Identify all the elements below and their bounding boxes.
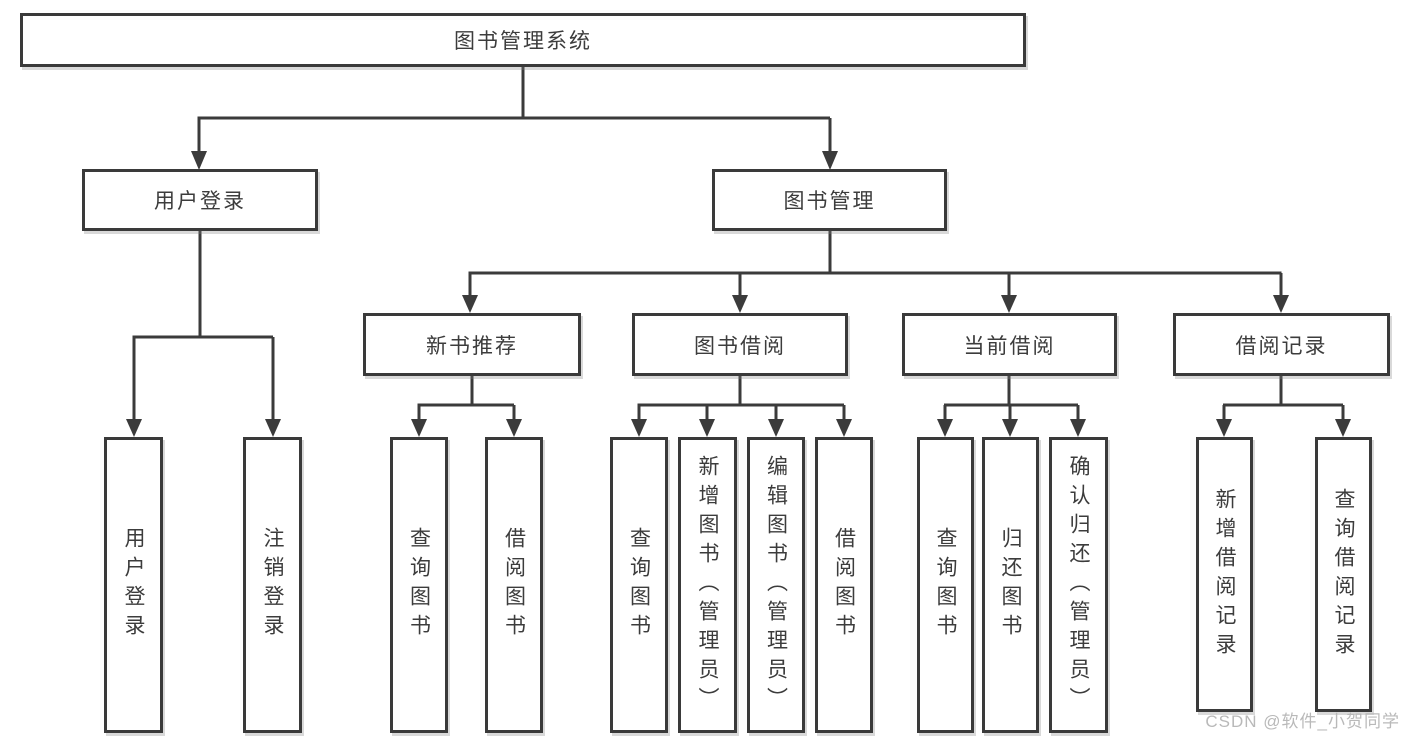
leaf-add-borrow-record: 新增借阅记录 xyxy=(1196,437,1253,712)
leaf-return-books: 归还图书 xyxy=(982,437,1039,733)
arrowhead-icon xyxy=(411,419,427,437)
arrowhead-icon xyxy=(1002,419,1018,437)
leaf-return-books-label: 归还图书 xyxy=(999,527,1022,643)
leaf-query-borrow-record: 查询借阅记录 xyxy=(1315,437,1372,712)
leaf-borrowing-query-books: 查询图书 xyxy=(610,437,668,733)
arrowhead-icon xyxy=(822,151,838,170)
leaf-recommend-query-books-label: 查询图书 xyxy=(407,527,431,643)
arrowhead-icon xyxy=(1070,419,1086,437)
arrowhead-icon xyxy=(836,419,852,437)
arrowhead-icon xyxy=(631,419,647,437)
arrowhead-icon xyxy=(937,419,953,437)
arrowhead-icon xyxy=(462,295,478,313)
arrowhead-icon xyxy=(126,419,142,437)
arrowhead-icon xyxy=(699,419,715,437)
node-new-book-recommend: 新书推荐 xyxy=(363,313,581,376)
node-library-management-system-label: 图书管理系统 xyxy=(454,30,592,53)
arrowhead-icon xyxy=(1335,419,1351,437)
leaf-borrowing-borrow-books-label: 借阅图书 xyxy=(832,527,856,643)
node-current-borrowing: 当前借阅 xyxy=(902,313,1117,376)
leaf-recommend-borrow-books-label: 借阅图书 xyxy=(502,527,526,643)
connector xyxy=(637,376,844,407)
arrowhead-icon xyxy=(1001,295,1017,313)
leaf-add-borrow-record-label: 新增借阅记录 xyxy=(1213,487,1236,662)
node-current-borrowing-label: 当前借阅 xyxy=(963,334,1056,358)
csdn-watermark: CSDN @软件_小贺同学 xyxy=(1205,712,1400,731)
arrowhead-icon xyxy=(1216,419,1232,437)
leaf-borrowing-borrow-books: 借阅图书 xyxy=(815,437,873,733)
arrowhead-icon xyxy=(506,419,522,437)
node-book-management: 图书管理 xyxy=(712,169,947,231)
connector xyxy=(197,67,830,120)
arrowhead-icon xyxy=(191,151,207,170)
leaf-edit-books-admin: 编辑图书（管理员） xyxy=(747,437,805,733)
node-book-borrowing-label: 图书借阅 xyxy=(694,334,786,358)
node-book-management-label: 图书管理 xyxy=(783,190,876,213)
leaf-add-books-admin: 新增图书（管理员） xyxy=(678,437,737,733)
leaf-logout-label: 注销登录 xyxy=(261,527,284,643)
arrowhead-icon xyxy=(1273,295,1289,313)
leaf-recommend-query-books: 查询图书 xyxy=(390,437,448,733)
leaf-logout: 注销登录 xyxy=(243,437,302,733)
node-library-management-system: 图书管理系统 xyxy=(20,13,1026,67)
connector xyxy=(1223,376,1343,407)
leaf-borrowing-query-books-label: 查询图书 xyxy=(627,527,651,643)
leaf-confirm-return-admin: 确认归还（管理员） xyxy=(1049,437,1108,733)
leaf-current-query-books: 查询图书 xyxy=(917,437,974,733)
connector xyxy=(468,231,1282,275)
arrowhead-icon xyxy=(768,419,784,437)
node-borrowing-records: 借阅记录 xyxy=(1173,313,1390,376)
leaf-confirm-return-admin-label: 确认归还（管理员） xyxy=(1067,454,1090,716)
leaf-query-borrow-record-label: 查询借阅记录 xyxy=(1332,487,1355,662)
leaf-edit-books-admin-label: 编辑图书（管理员） xyxy=(764,454,788,716)
leaf-recommend-borrow-books: 借阅图书 xyxy=(485,437,543,733)
leaf-current-query-books-label: 查询图书 xyxy=(934,527,957,643)
node-borrowing-records-label: 借阅记录 xyxy=(1235,334,1328,358)
leaf-user-login-label: 用户登录 xyxy=(122,527,145,643)
node-user-login-label: 用户登录 xyxy=(154,190,246,213)
connector xyxy=(417,376,514,407)
arrowhead-icon xyxy=(732,295,748,313)
leaf-add-books-admin-label: 新增图书（管理员） xyxy=(696,454,719,716)
connector xyxy=(132,231,273,339)
node-user-login: 用户登录 xyxy=(82,169,318,231)
node-book-borrowing: 图书借阅 xyxy=(632,313,848,376)
arrowhead-icon xyxy=(265,419,281,437)
leaf-user-login: 用户登录 xyxy=(104,437,163,733)
node-new-book-recommend-label: 新书推荐 xyxy=(426,334,518,358)
connector xyxy=(944,376,1078,407)
